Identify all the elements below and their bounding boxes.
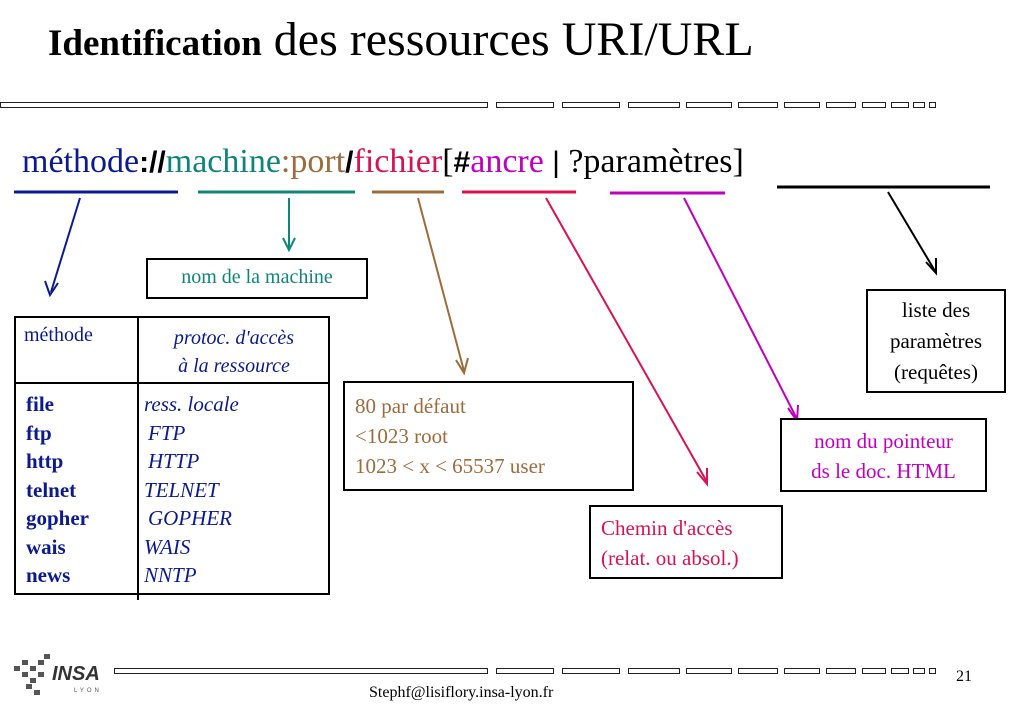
params-label-line: paramètres xyxy=(889,329,983,353)
arrowhead-methode xyxy=(44,280,59,298)
arrow-methode xyxy=(50,197,81,293)
table-protocol: NNTP xyxy=(144,563,197,587)
slide-title: Identification des ressources URI/URL xyxy=(48,12,754,67)
url-sep-port: : xyxy=(280,143,291,180)
arrow-ancre xyxy=(683,197,798,420)
table-header-method: méthode xyxy=(24,324,93,346)
url-machine: machine xyxy=(165,143,281,180)
url-pipe: | xyxy=(543,146,569,179)
table-method: ftp xyxy=(26,420,52,445)
url-bracket-open: [ xyxy=(442,143,454,180)
table-protocol: HTTP xyxy=(148,449,200,473)
table-method: gopher xyxy=(26,506,89,530)
arrowhead-machine xyxy=(282,237,296,253)
url-methode: méthode xyxy=(22,143,140,180)
arrowhead-port xyxy=(455,357,469,376)
url-sep-path: / xyxy=(345,146,354,179)
params-label-box: liste des paramètres (requêtes) xyxy=(866,289,1006,393)
table-header-access: protoc. d'accès à la ressource xyxy=(173,327,295,377)
url-ancre: ancre xyxy=(470,143,544,180)
url-params: ?paramètres] xyxy=(568,143,744,180)
table-protocol: TELNET xyxy=(144,477,219,502)
bottom-separator xyxy=(0,668,940,677)
url-fichier: fichier xyxy=(353,143,443,180)
arrow-port xyxy=(417,197,465,372)
table-method: news xyxy=(26,563,71,587)
path-label-line: Chemin d'accès xyxy=(601,516,733,540)
url-sep-scheme: :// xyxy=(139,146,166,179)
port-label-line: 1023 < x < 65537 user xyxy=(355,454,545,478)
port-label-line: <1023 root xyxy=(355,424,448,448)
title-rest: des ressources URI/URL xyxy=(261,13,754,66)
logo-subtext: LYON xyxy=(74,688,102,694)
path-label-box: Chemin d'accès (relat. ou absol.) xyxy=(589,505,783,579)
table-protocol: GOPHER xyxy=(148,506,232,530)
table-protocols-column: ress. locale FTP HTTP TELNET GOPHER WAIS… xyxy=(144,390,239,590)
url-hash: # xyxy=(453,146,471,179)
logo-text: INSA xyxy=(52,663,100,685)
table-protocol: WAIS xyxy=(144,534,191,559)
table-method: wais xyxy=(26,534,66,559)
params-label-line: liste des xyxy=(901,298,971,322)
anchor-label-box: nom du pointeur ds le doc. HTML xyxy=(780,418,987,492)
arrowhead-fichier xyxy=(696,468,708,487)
arrow-fichier xyxy=(545,197,708,483)
title-bold: Identification xyxy=(48,23,262,64)
params-label-line: (requêtes) xyxy=(894,360,978,384)
protocol-table: méthode protoc. d'accès à la ressource f… xyxy=(14,316,330,600)
arrow-params xyxy=(887,191,936,272)
table-method: http xyxy=(26,449,64,473)
machine-label: nom de la machine xyxy=(181,266,333,288)
footer-email: Stephf@lisiflory.insa-lyon.fr xyxy=(369,684,554,701)
url-port: port xyxy=(290,143,346,180)
url-syntax: méthode://machine:port/fichier[#ancre | … xyxy=(22,143,744,181)
table-methods-column: file ftp http telnet gopher wais news xyxy=(26,390,89,590)
anchor-label-line: nom du pointeur xyxy=(814,429,953,453)
table-protocol: ress. locale xyxy=(144,392,239,416)
table-protocol: FTP xyxy=(148,420,186,445)
machine-label-box: nom de la machine xyxy=(146,258,368,299)
anchor-label-line: ds le doc. HTML xyxy=(811,459,956,483)
table-divider-vertical xyxy=(137,318,139,600)
path-label-line: (relat. ou absol.) xyxy=(601,546,739,570)
table-method: telnet xyxy=(26,477,77,502)
arrowhead-params xyxy=(925,258,937,276)
port-label-line: 80 par défaut xyxy=(355,394,466,418)
top-separator xyxy=(0,102,940,111)
insa-logo: INSA LYON xyxy=(14,654,102,695)
page-number: 21 xyxy=(956,668,972,685)
port-label-box: 80 par défaut <1023 root 1023 < x < 6553… xyxy=(343,381,634,491)
table-divider-horizontal xyxy=(16,382,328,384)
table-method: file xyxy=(26,392,54,416)
